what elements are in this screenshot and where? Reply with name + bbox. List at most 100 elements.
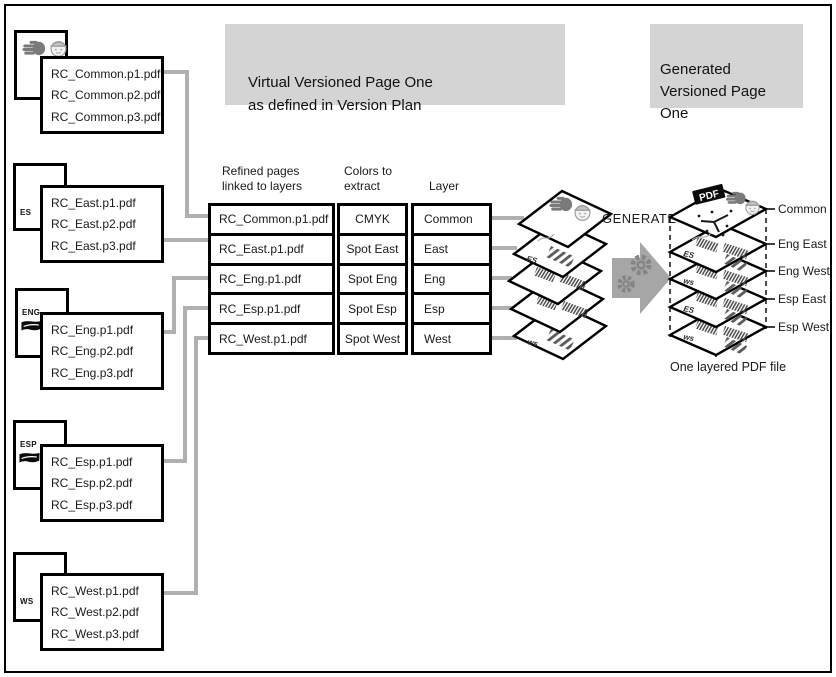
sheet-mark: ES: [526, 254, 539, 265]
barcode-texture: [722, 298, 749, 315]
barcode-texture: [695, 237, 719, 253]
lines-texture: [722, 309, 748, 328]
table-header-colors: Colors to extract: [344, 164, 393, 193]
table-column-colors: CMYK Spot East Spot Eng Spot Esp Spot We…: [337, 203, 408, 355]
layer-sheet-common: PDF: [667, 183, 769, 241]
lines-texture: [722, 254, 748, 273]
barcode-texture: [695, 292, 719, 308]
barcode-texture: [535, 295, 558, 311]
table-header-refined-pages: Refined pages linked to layers: [222, 164, 303, 193]
table-cell-page: RC_West.p1.pdf: [211, 322, 332, 352]
file-name: RC_East.p2.pdf: [51, 217, 136, 231]
pdf-badge: PDF: [692, 183, 726, 205]
file-list-common: RC_Common.p1.pdf RC_Common.p2.pdf RC_Com…: [40, 56, 164, 134]
layered-pdf-caption: One layered PDF file: [670, 360, 787, 374]
file-name: RC_Common.p2.pdf: [51, 88, 161, 102]
barcode-texture: [558, 273, 587, 291]
sheet-mark: ws: [683, 276, 696, 287]
svg-text:PDF: PDF: [698, 188, 720, 204]
table-cell-page: RC_Common.p1.pdf: [219, 212, 329, 227]
gear-icon: [617, 275, 635, 293]
table-column-refined-pages: RC_Common.p1.pdf RC_East.p1.pdf RC_Eng.p…: [208, 203, 335, 355]
generated-layer-stack: ws ES ws ES: [667, 183, 775, 357]
table-cell-colors: Spot East: [340, 232, 405, 263]
generate-arrow: [612, 242, 671, 314]
virtual-page-stack: ws ES: [506, 189, 614, 361]
file-name: RC_West.p1.pdf: [51, 583, 139, 598]
table-cell-colors: Spot Eng: [340, 262, 405, 293]
sheet-mark: ES: [683, 304, 696, 315]
lines-texture: [546, 246, 575, 268]
barcode-texture: [695, 264, 719, 280]
file-name: RC_West.p2.pdf: [51, 605, 139, 619]
sheet-mark: ws: [683, 332, 696, 343]
generated-page-title: Generated Versioned Page One: [660, 61, 766, 122]
barcode-texture: [695, 320, 719, 336]
barcode-texture: [722, 243, 749, 260]
acrobat-sketch-icon: [697, 209, 733, 237]
file-name: RC_Esp.p3.pdf: [51, 497, 133, 512]
table-cell-page: RC_Eng.p1.pdf: [211, 262, 332, 293]
table-header-layer: Layer: [429, 179, 460, 193]
table-cell-layer: West: [414, 322, 489, 352]
tiny-text-squiggle: [537, 233, 555, 242]
virtual-page-title: Virtual Versioned Page One as defined in…: [248, 74, 433, 114]
table-cell-colors: CMYK: [355, 212, 390, 227]
file-name: RC_West.p3.pdf: [51, 626, 139, 641]
tiny-text-squiggle: [691, 232, 712, 241]
table-cell-page: RC_Esp.p1.pdf: [211, 292, 332, 322]
table-column-layer: Common East Eng Esp West: [411, 203, 492, 355]
layer-label-eng-east: Eng East: [778, 237, 827, 251]
page-label: WS: [20, 597, 34, 606]
table-cell-colors: Spot West: [340, 322, 405, 352]
page-label: ESP: [20, 440, 37, 449]
table-cell-layer: Common: [424, 212, 473, 227]
file-list-eng: RC_Eng.p1.pdf RC_Eng.p2.pdf RC_Eng.p3.pd…: [40, 312, 164, 390]
layer-label-ticks: [766, 208, 775, 328]
generate-label: GENERATE: [602, 211, 677, 226]
file-name: RC_Esp.p2.pdf: [51, 476, 133, 490]
layer-label-esp-east: Esp East: [778, 292, 827, 306]
hand-icon: [22, 40, 46, 56]
file-list-west: RC_West.p1.pdf RC_West.p2.pdf RC_West.p3…: [40, 573, 164, 651]
file-list-east: RC_East.p1.pdf RC_East.p2.pdf RC_East.p3…: [40, 185, 164, 263]
lines-texture: [722, 281, 748, 300]
layer-label-eng-west: Eng West: [778, 264, 830, 278]
flag-icon: [19, 452, 40, 464]
file-name: RC_East.p1.pdf: [51, 195, 136, 210]
file-name: RC_Common.p1.pdf: [51, 66, 161, 81]
file-list-esp: RC_Esp.p1.pdf RC_Esp.p2.pdf RC_Esp.p3.pd…: [40, 444, 164, 522]
file-name: RC_East.p3.pdf: [51, 238, 136, 253]
barcode-texture: [722, 270, 749, 287]
table-cell-page: RC_East.p1.pdf: [211, 232, 332, 263]
connector-lines: [160, 70, 524, 595]
reader-face-icon: [49, 38, 68, 57]
page-label: ENG: [22, 308, 41, 317]
reader-face-icon: [573, 204, 592, 221]
file-name: RC_Eng.p2.pdf: [51, 344, 134, 358]
table-cell-layer: Eng: [414, 262, 489, 293]
table-cell-layer: Esp: [414, 292, 489, 322]
page-label: ES: [20, 208, 32, 217]
lines-texture: [546, 329, 575, 351]
virtual-page-title-box: Virtual Versioned Page One as defined in…: [225, 24, 565, 114]
file-name: RC_Eng.p3.pdf: [51, 365, 134, 380]
file-name: RC_Eng.p1.pdf: [51, 322, 134, 337]
barcode-texture: [533, 267, 556, 283]
flag-icon: [21, 320, 42, 332]
layer-label-esp-west: Esp West: [778, 320, 830, 334]
sheet-mark: ws: [527, 337, 540, 348]
virtual-sheet-common: [516, 189, 614, 249]
reader-face-icon: [744, 200, 761, 215]
gear-icon: [630, 254, 652, 276]
barcode-texture: [560, 301, 589, 319]
sheet-mark: ES: [683, 249, 696, 260]
lines-texture: [722, 337, 748, 356]
file-name: RC_Common.p3.pdf: [51, 109, 161, 124]
table-cell-layer: East: [414, 232, 489, 263]
generated-page-title-box: Generated Versioned Page One: [650, 24, 803, 122]
table-cell-colors: Spot Esp: [340, 292, 405, 322]
barcode-texture: [722, 326, 749, 343]
